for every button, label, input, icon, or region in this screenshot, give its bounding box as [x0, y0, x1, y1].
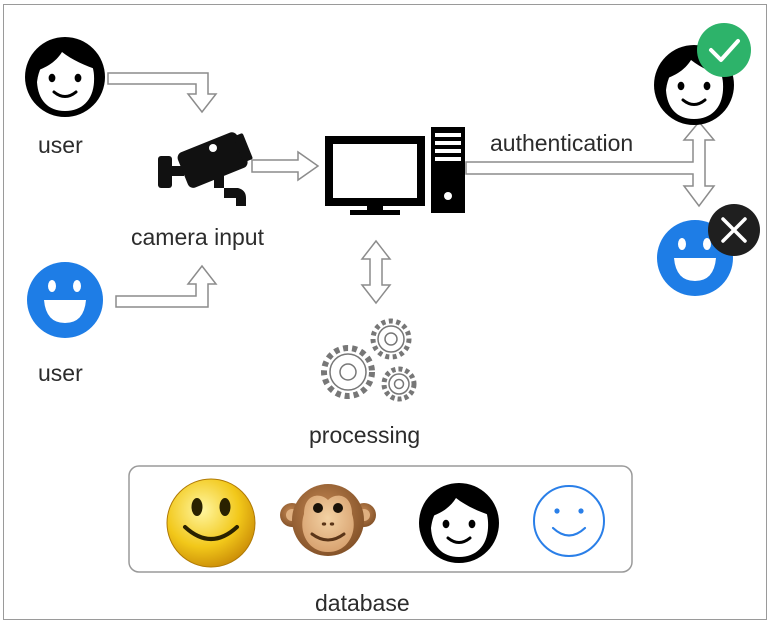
database-item-yellow-smiley	[166, 478, 256, 568]
user-top-face	[25, 37, 105, 117]
diagram-border	[3, 4, 767, 620]
user-top-label: user	[38, 132, 83, 158]
computer-icon	[325, 127, 465, 215]
user-bottom-face	[27, 262, 103, 338]
arrow-camera-to-computer	[251, 150, 320, 182]
arrow-user-top-to-camera	[107, 72, 218, 114]
check-badge-icon	[697, 23, 751, 77]
database-item-woman-face	[419, 483, 499, 563]
database-label: database	[315, 590, 410, 616]
database-item-monkey	[280, 484, 376, 556]
arrow-user-bottom-to-camera	[115, 264, 218, 308]
processing-label: processing	[309, 422, 421, 448]
camera-input-label: camera input	[131, 224, 264, 250]
user-bottom-label: user	[38, 360, 83, 386]
camera-icon	[158, 132, 253, 206]
arrow-computer-processing	[360, 239, 392, 305]
authentication-label: authentication	[490, 130, 634, 156]
database-container	[128, 465, 633, 573]
database-item-outline-smiley	[533, 485, 605, 557]
arrow-authentication	[465, 120, 716, 208]
cross-badge-icon	[708, 204, 760, 256]
gears-icon	[321, 318, 417, 402]
